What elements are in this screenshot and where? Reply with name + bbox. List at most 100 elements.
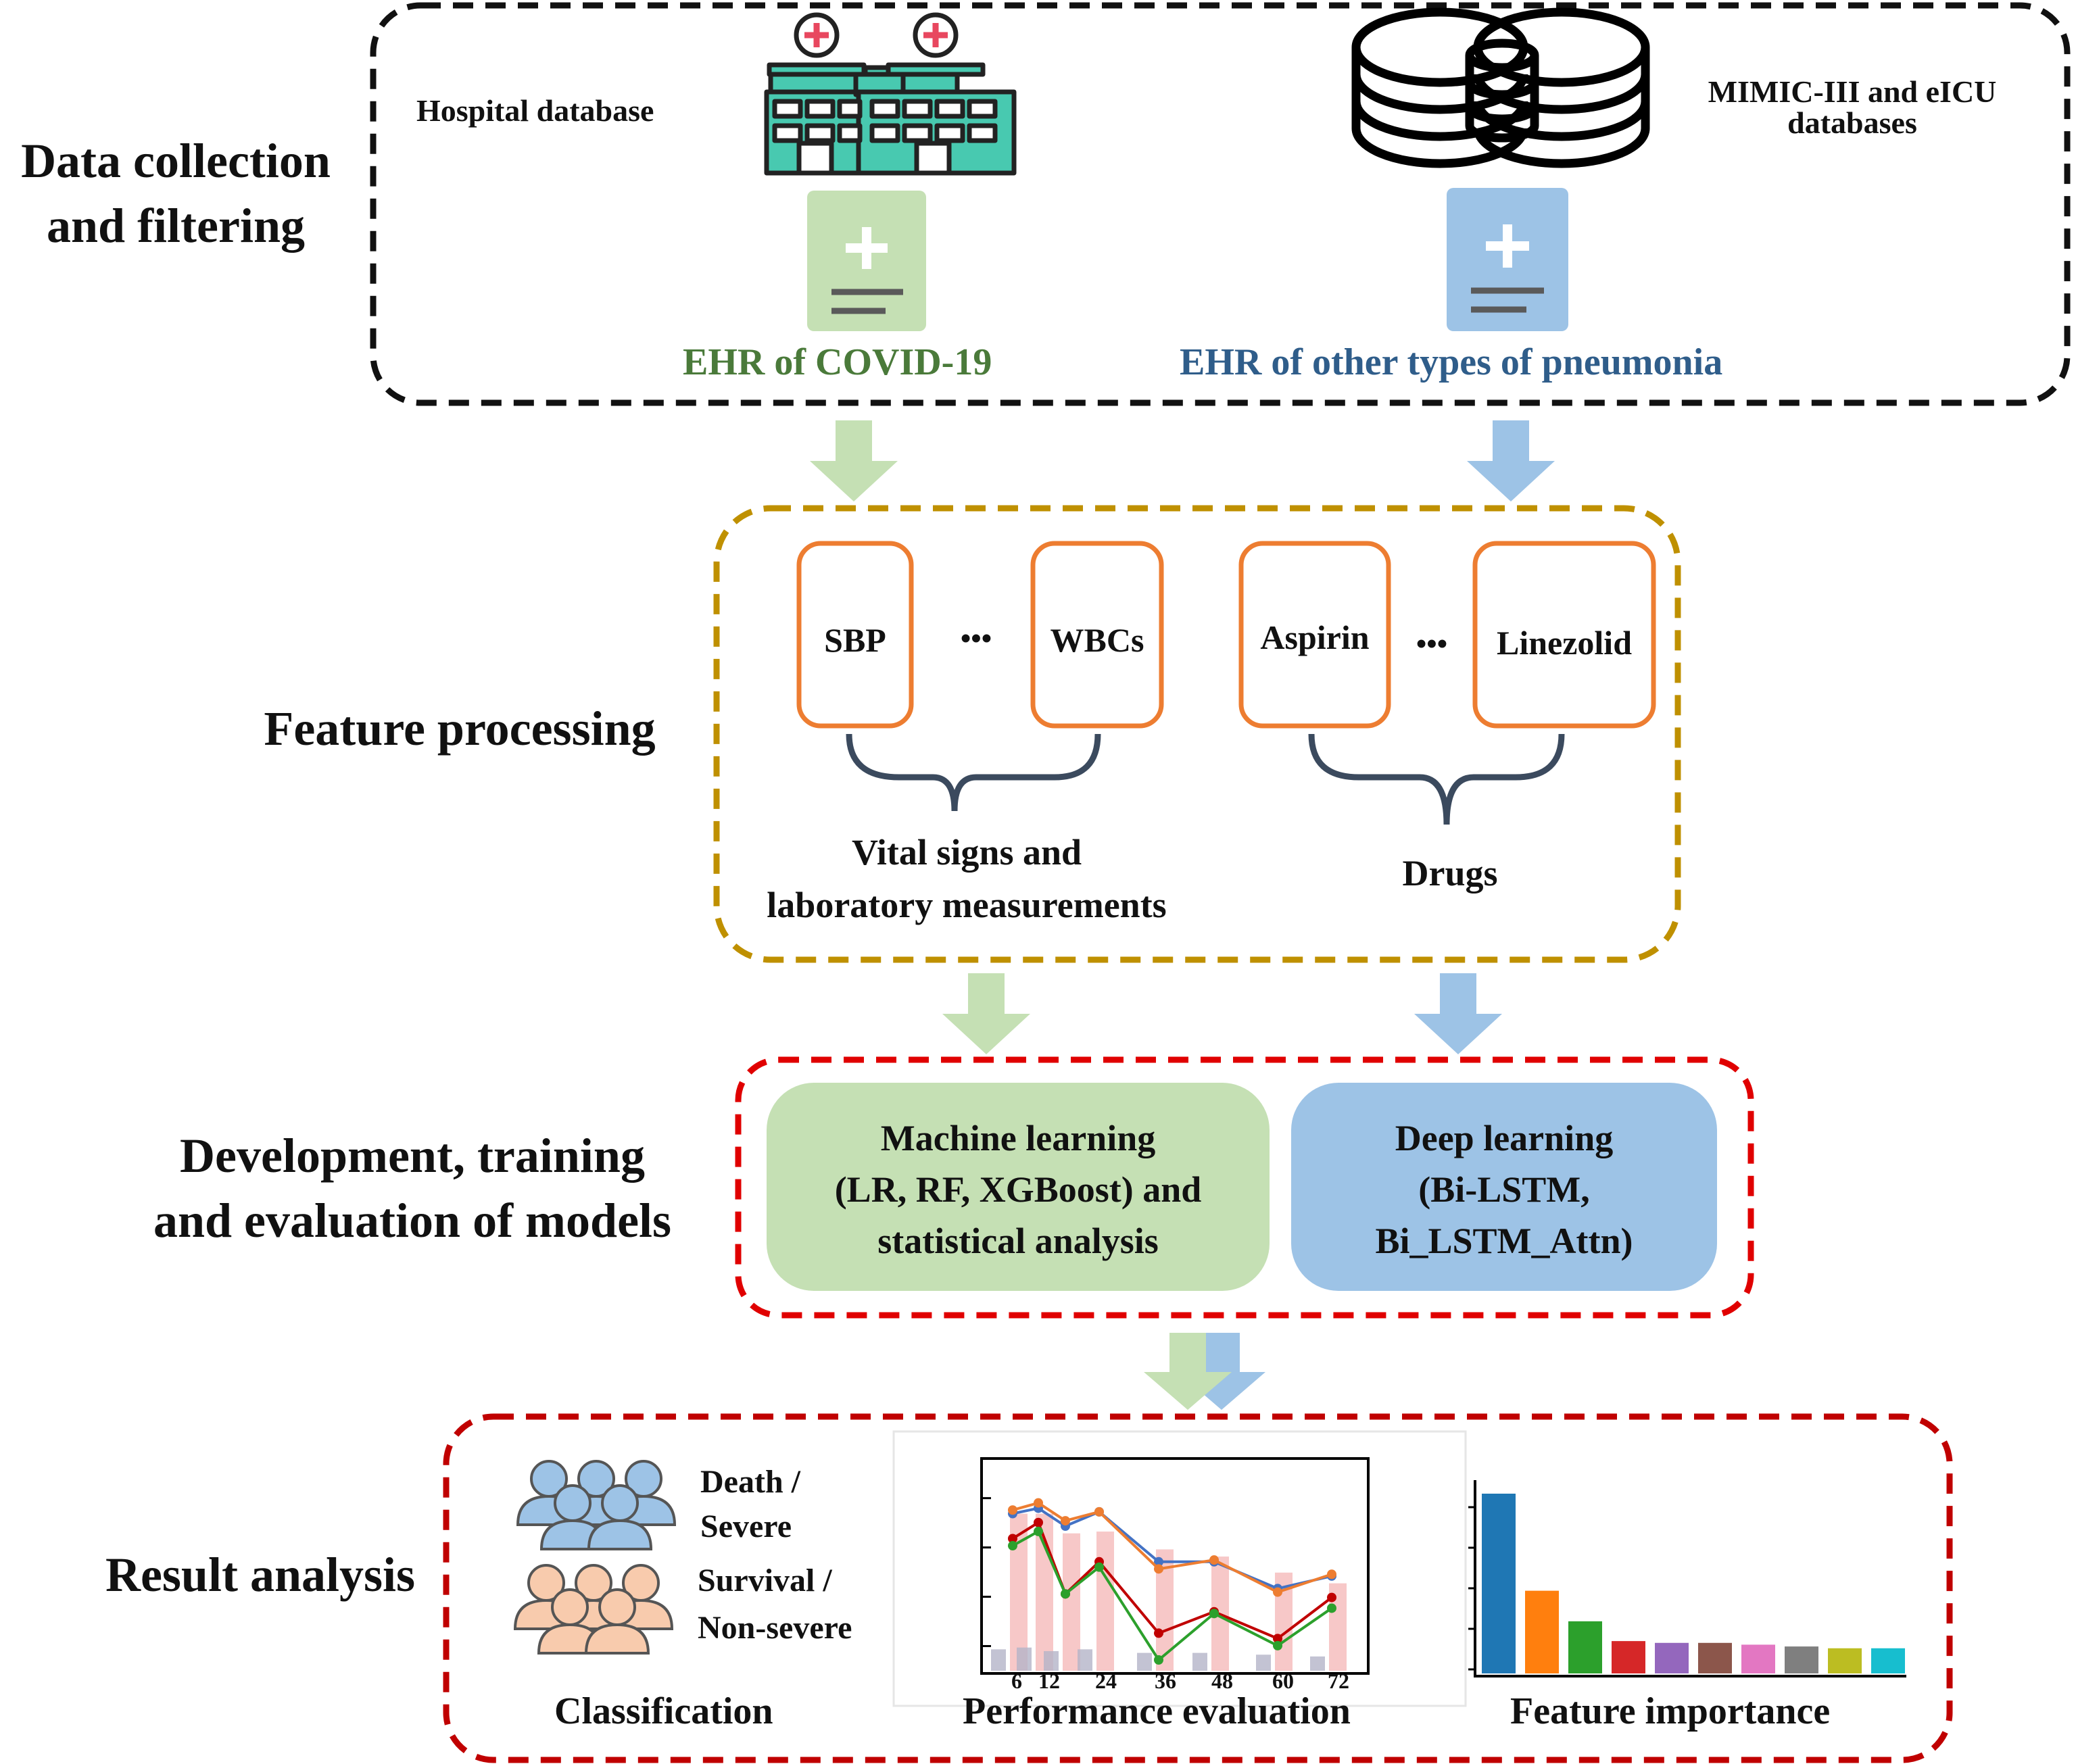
bar-gray xyxy=(1310,1656,1325,1671)
stage-title-result-analysis: Result analysis xyxy=(105,1548,416,1602)
person-head xyxy=(551,1588,589,1626)
importance-bar xyxy=(1828,1648,1862,1673)
series-point xyxy=(1154,1557,1163,1567)
hospital-icon xyxy=(764,12,1017,176)
importance-bar xyxy=(1568,1621,1602,1673)
person-head xyxy=(527,1564,565,1602)
person-head xyxy=(577,1460,615,1498)
model-development-box xyxy=(735,1056,1754,1319)
series-point xyxy=(1008,1505,1017,1515)
bar-gray xyxy=(1078,1649,1092,1671)
bar-gray xyxy=(991,1649,1006,1671)
importance-bar xyxy=(1655,1642,1689,1673)
person-head xyxy=(575,1564,612,1602)
chip-linezolid xyxy=(1472,541,1656,729)
hospital-database-label: Hospital database xyxy=(416,93,654,128)
ml-box-text: Machine learning (LR, RF, XGBoost) and s… xyxy=(767,1112,1270,1267)
ml-line: Machine learning xyxy=(880,1118,1156,1158)
x-tick-label: 60 xyxy=(1272,1669,1294,1693)
importance-bar xyxy=(1698,1642,1732,1673)
brace-drugs xyxy=(1308,733,1565,825)
ml-line: (LR, RF, XGBoost) and xyxy=(834,1169,1202,1210)
x-tick-label: 48 xyxy=(1211,1669,1233,1693)
mimic-label-line: databases xyxy=(1787,105,1917,140)
survival-people-icon xyxy=(513,1564,674,1655)
dl-box xyxy=(1291,1083,1717,1291)
importance-chart-axes xyxy=(1474,1480,1906,1677)
arrow-green-3 xyxy=(1144,1333,1232,1410)
dl-line: Bi_LSTM_Attn) xyxy=(1375,1221,1633,1261)
vitals-ellipsis: ••• xyxy=(960,622,992,655)
ehr-covid-label: EHR of COVID-19 xyxy=(683,341,992,383)
dl-line: Deep learning xyxy=(1395,1118,1614,1158)
chip-wbcs xyxy=(1030,541,1164,729)
person-icon xyxy=(584,1588,650,1655)
chip-sbp xyxy=(796,541,914,729)
series-point xyxy=(1273,1587,1282,1597)
stage-title-line: Data collection xyxy=(21,134,331,188)
result-analysis-box xyxy=(443,1413,1953,1763)
series-line xyxy=(1012,1529,1333,1662)
class2-label: Survival / Non-severe xyxy=(698,1557,852,1652)
person-head xyxy=(554,1484,592,1522)
series-line xyxy=(1011,1520,1333,1640)
stage-title-line: Development, training xyxy=(180,1129,645,1183)
arrow-blue-2 xyxy=(1414,973,1502,1054)
stage-title-line: and evaluation of models xyxy=(153,1194,672,1248)
series-point xyxy=(1094,1562,1104,1572)
series-point xyxy=(1061,1589,1070,1599)
series-line xyxy=(1012,1501,1332,1594)
vitals-group-line: Vital signs and xyxy=(851,832,1082,873)
importance-bar xyxy=(1871,1648,1905,1673)
classification-label: Classification xyxy=(554,1690,773,1732)
ml-line: statistical analysis xyxy=(877,1221,1159,1261)
arrow-green-2 xyxy=(942,973,1030,1054)
bar-gray xyxy=(1192,1652,1207,1671)
bar-pink xyxy=(1096,1532,1114,1671)
performance-evaluation-label: Performance evaluation xyxy=(963,1690,1351,1732)
feature-importance-label: Feature importance xyxy=(1510,1690,1831,1732)
person-head xyxy=(598,1588,636,1626)
class2-line: Survival / xyxy=(698,1563,832,1598)
vitals-group-line: laboratory measurements xyxy=(767,885,1167,925)
stage-title-line: and filtering xyxy=(46,199,305,253)
series-point xyxy=(1034,1498,1043,1508)
ml-box xyxy=(767,1083,1270,1291)
class1-line: Severe xyxy=(700,1509,792,1544)
series-point xyxy=(1008,1534,1017,1544)
bar-gray xyxy=(1044,1650,1059,1671)
x-tick-label: 6 xyxy=(1011,1669,1022,1693)
importance-bar xyxy=(1785,1646,1818,1673)
dl-line: (Bi-LSTM, xyxy=(1418,1169,1590,1210)
mimic-label-line: MIMIC-III and eICU xyxy=(1708,74,1997,109)
performance-chart-panel xyxy=(892,1430,1467,1707)
series-point xyxy=(1034,1526,1043,1536)
class1-line: Death / xyxy=(700,1464,800,1500)
person-head xyxy=(530,1460,568,1498)
importance-bar xyxy=(1482,1494,1516,1673)
ehr-covid-document-icon xyxy=(807,191,926,331)
chip-wbcs-label: WBCs xyxy=(1050,621,1144,659)
series-point xyxy=(1061,1516,1070,1526)
person-head xyxy=(625,1460,662,1498)
series-point xyxy=(1154,1564,1163,1574)
x-tick-label: 72 xyxy=(1328,1669,1349,1693)
importance-bar xyxy=(1741,1644,1775,1673)
arrow-blue-1 xyxy=(1467,420,1555,501)
bar-gray xyxy=(1017,1647,1032,1671)
bar-pink xyxy=(1063,1533,1080,1671)
series-point xyxy=(1034,1517,1043,1527)
person-icon xyxy=(587,1484,653,1550)
person-head xyxy=(622,1564,660,1602)
series-point xyxy=(1209,1609,1219,1619)
stage-title-data-collection: Data collection and filtering xyxy=(0,128,352,258)
chip-linezolid-label: Linezolid xyxy=(1496,624,1633,662)
series-line xyxy=(1012,1506,1332,1590)
person-body xyxy=(587,1519,653,1550)
x-tick-label: 24 xyxy=(1095,1669,1117,1693)
data-collection-box xyxy=(370,2,2071,406)
bar-gray xyxy=(1256,1655,1271,1671)
